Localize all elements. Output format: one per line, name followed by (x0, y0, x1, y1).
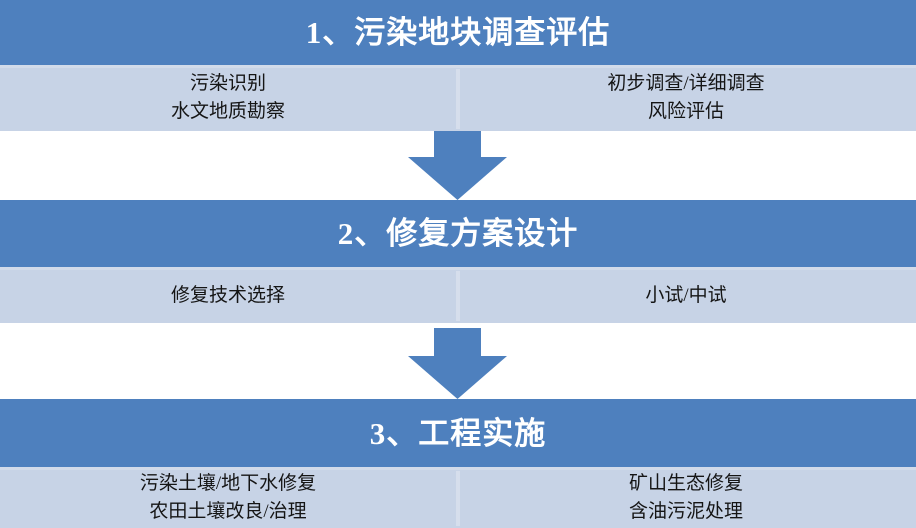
stage-2-left-column: 修复技术选择 (0, 267, 456, 323)
stage-2-header: 2、修复方案设计 (0, 200, 916, 267)
stage-1-left-column: 污染识别 水文地质勘察 (0, 65, 456, 131)
down-arrow-icon-2 (408, 328, 507, 399)
stage-3-column-divider (456, 471, 460, 526)
stage-3-right-item-2: 含油污泥处理 (628, 500, 743, 522)
stage-2-right-item-1: 小试/中试 (645, 284, 727, 306)
stage-3-left-item-1: 污染土壤/地下水修复 (139, 472, 317, 494)
stage-3-body: 污染土壤/地下水修复 农田土壤改良/治理 矿山生态修复 含油污泥处理 (0, 467, 916, 528)
stage-1-right-item-1: 初步调查/详细调查 (607, 73, 765, 95)
stage-1-column-divider (456, 69, 460, 129)
stage-1-left-item-1: 污染识别 (189, 73, 266, 95)
stage-2-left-item-1: 修复技术选择 (170, 284, 285, 306)
stage-3-title: 3、工程实施 (369, 415, 547, 451)
stage-1-left-item-2: 水文地质勘察 (170, 101, 285, 122)
stage-3-left-item-2: 农田土壤改良/治理 (149, 500, 307, 522)
stage-3-header: 3、工程实施 (0, 399, 916, 467)
stage-2-column-divider (456, 271, 460, 321)
stage-2-body: 修复技术选择 小试/中试 (0, 267, 916, 323)
stage-1-body: 污染识别 水文地质勘察 初步调查/详细调查 风险评估 (0, 65, 916, 131)
stage-3-left-column: 污染土壤/地下水修复 农田土壤改良/治理 (0, 467, 456, 528)
stage-1-right-column: 初步调查/详细调查 风险评估 (456, 65, 916, 131)
stage-2-right-column: 小试/中试 (456, 267, 916, 323)
stage-1-title: 1、污染地块调查评估 (305, 15, 611, 50)
stage-2-title: 2、修复方案设计 (337, 216, 579, 251)
stage-3-right-item-1: 矿山生态修复 (628, 472, 743, 494)
stage-1-header: 1、污染地块调查评估 (0, 0, 916, 65)
stage-1-right-item-2: 风险评估 (647, 101, 724, 122)
stage-3-right-column: 矿山生态修复 含油污泥处理 (456, 467, 916, 528)
down-arrow-icon-1 (408, 131, 507, 200)
